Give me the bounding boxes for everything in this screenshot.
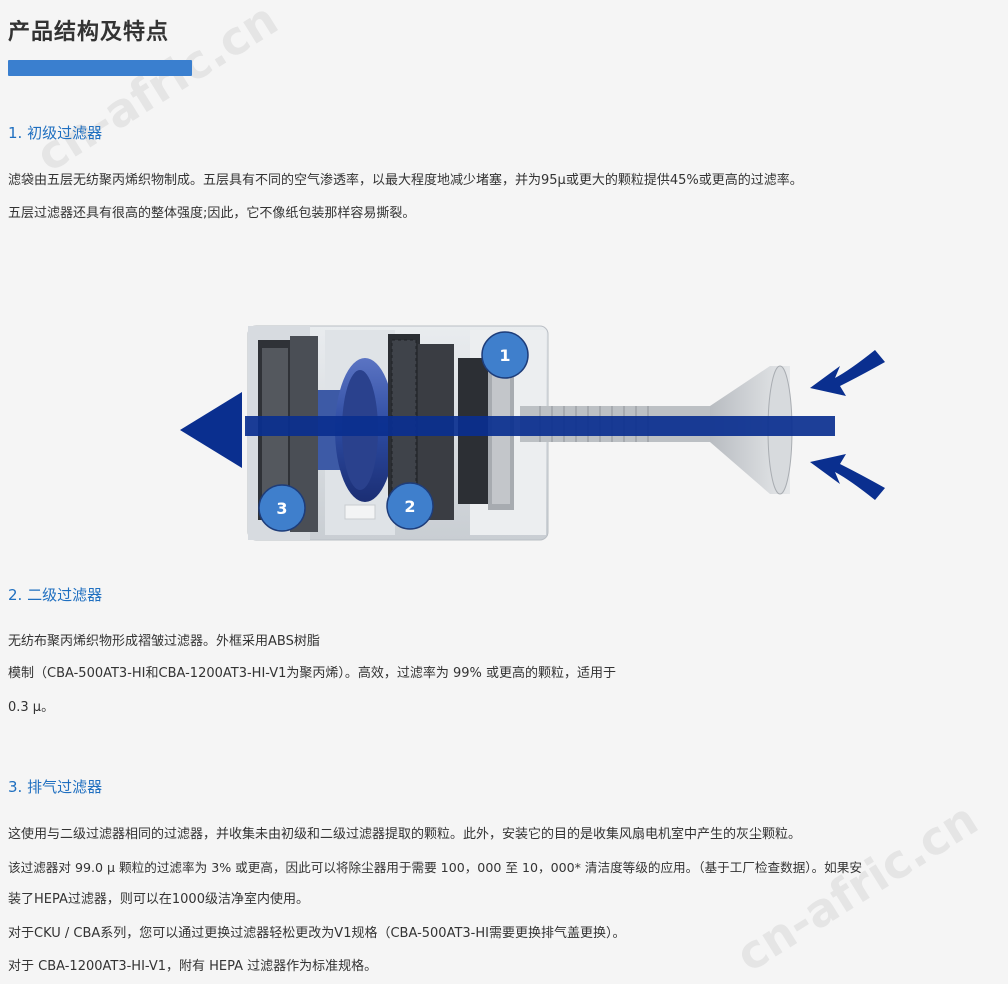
svg-text:3: 3 (276, 499, 287, 518)
product-structure-diagram: 1 2 3 (180, 325, 885, 541)
section-heading-exhaust-filter: 3. 排气过滤器 (8, 778, 103, 796)
paragraph-line: 无纺布聚丙烯织物形成褶皱过滤器。外框采用ABS树脂 (8, 634, 320, 649)
intake-arrow-icon (810, 350, 885, 500)
section-heading-secondary-filter: 2. 二级过滤器 (8, 586, 103, 604)
airflow-path (180, 392, 835, 468)
watermark-bottom: cn-afric.cn (726, 791, 987, 983)
paragraph-line: 五层过滤器还具有很高的整体强度;因此，它不像纸包装那样容易撕裂。 (8, 206, 416, 221)
paragraph-line: 模制（CBA-500AT3-HI和CBA-1200AT3-HI-V1为聚丙烯）。… (8, 666, 617, 681)
paragraph-line: 滤袋由五层无纺聚丙烯织物制成。五层具有不同的空气渗透率，以最大程度地减少堵塞，并… (8, 173, 803, 188)
page-title: 产品结构及特点 (8, 20, 170, 45)
badge-1: 1 (481, 331, 529, 379)
svg-text:2: 2 (404, 497, 415, 516)
paragraph-line: 对于CKU / CBA系列，您可以通过更换过滤器轻松更改为V1规格（CBA-50… (8, 926, 626, 941)
paragraph-line: 装了HEPA过滤器，则可以在1000级洁净室内使用。 (8, 892, 309, 907)
svg-text:1: 1 (499, 346, 510, 365)
exhaust-arrow-icon (180, 392, 242, 468)
badge-2: 2 (386, 482, 434, 530)
paragraph-line: 该过滤器对 99.0 μ 颗粒的过滤率为 3% 或更高，因此可以将除尘器用于需要… (8, 860, 862, 875)
section-heading-primary-filter: 1. 初级过滤器 (8, 124, 103, 142)
paragraph-line: 这使用与二级过滤器相同的过滤器，并收集未由初级和二级过滤器提取的颗粒。此外，安装… (8, 827, 802, 842)
paragraph-line: 对于 CBA-1200AT3-HI-V1，附有 HEPA 过滤器作为标准规格。 (8, 959, 378, 974)
paragraph-line: 0.3 μ。 (8, 700, 55, 715)
badge-3: 3 (258, 484, 306, 532)
title-underline-bar (8, 60, 192, 76)
